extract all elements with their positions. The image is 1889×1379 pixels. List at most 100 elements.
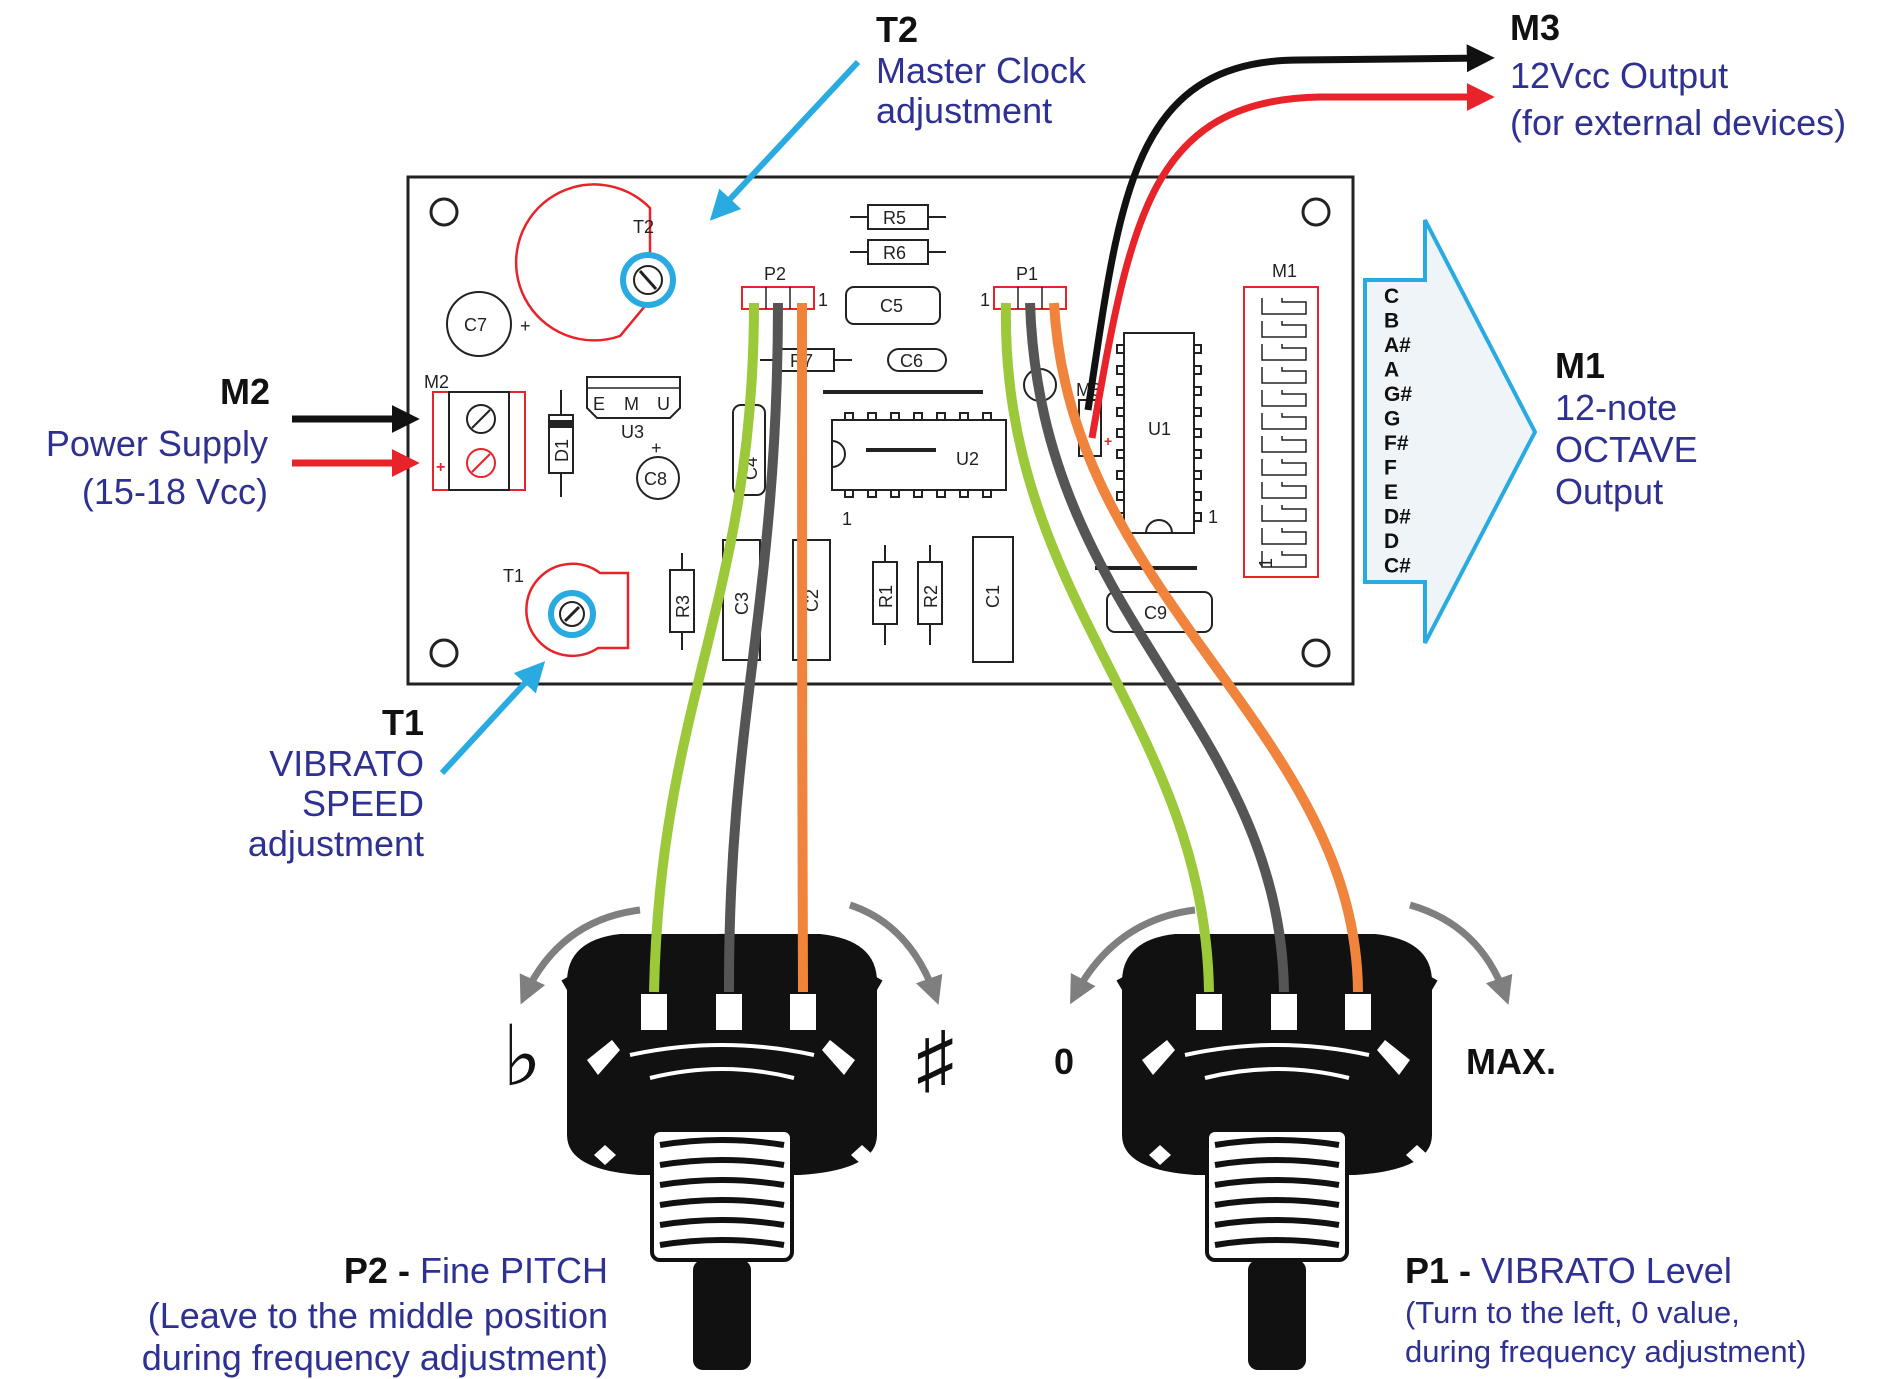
callout-t1: T1 VIBRATO SPEED adjustment (248, 702, 424, 864)
ic-pin (1116, 491, 1125, 501)
ic-pin (1193, 491, 1202, 501)
min-label: 0 (1054, 1041, 1074, 1082)
silk-c7-plus: + (520, 316, 531, 336)
m1-pin-slot (1261, 436, 1307, 453)
callout-t2: T2 Master Clock adjustment (876, 9, 1087, 131)
header-p1: P1 1 (980, 264, 1067, 310)
silk-c3: C3 (732, 592, 752, 615)
svg-text:P1 - VIBRATO Level: P1 - VIBRATO Level (1405, 1250, 1732, 1291)
wire-p1-gray (1025, 302, 1289, 993)
header-p2: P2 1 (741, 264, 828, 310)
sharp-symbol: ♯ (916, 1017, 954, 1102)
ic-u2: U2 1 (831, 412, 1007, 529)
m1-pin-slot (1261, 367, 1307, 384)
silk-u2: U2 (956, 449, 979, 469)
trimmer-t2: T2 (514, 183, 676, 342)
silk-c9: C9 (1144, 603, 1167, 623)
wire-p1-green (1000, 302, 1214, 993)
callout-p2-line2: during frequency adjustment) (142, 1337, 608, 1378)
note-label: C (1384, 285, 1399, 308)
silk-p2-pin1: 1 (818, 290, 828, 310)
ic-pin (1116, 470, 1125, 480)
u3-pin-u: U (657, 394, 670, 414)
callout-t1-line3: adjustment (248, 823, 424, 864)
ic-pin (982, 489, 992, 498)
ic-pin (936, 412, 946, 421)
callout-p2-line1: (Leave to the middle position (148, 1295, 608, 1336)
note-label: D (1384, 530, 1399, 553)
wire-p1-orange (1049, 302, 1363, 993)
silk-r6: R6 (883, 243, 906, 263)
silk-u1: U1 (1148, 419, 1171, 439)
callout-m3-line1: 12Vcc Output (1510, 55, 1728, 96)
note-label: F (1384, 457, 1397, 480)
m1-pin-slot (1261, 505, 1307, 522)
callout-m1-id: M1 (1555, 345, 1605, 386)
silk-m2: M2 (424, 372, 449, 392)
rotate-left-arrow-p2 (519, 906, 641, 1005)
resistor-r6: R6 (850, 239, 946, 265)
silk-r5: R5 (883, 208, 906, 228)
ic-pin (1116, 449, 1125, 459)
callout-t1-id: T1 (382, 702, 424, 743)
callout-m1: M1 12-note OCTAVE Output (1555, 345, 1698, 512)
callout-p2-id: P2 - (344, 1250, 410, 1291)
silk-m1-pin1: 1 (1256, 558, 1276, 568)
ic-u1: U1 1 (1116, 332, 1218, 534)
silk-c8: C8 (644, 469, 667, 489)
callout-m2-line1: Power Supply (46, 423, 268, 464)
connector-m1: M1 1 (1243, 261, 1319, 578)
silk-p1: P1 (1016, 264, 1038, 284)
resistor-r3: R3 (669, 553, 695, 650)
ic-pin (1116, 344, 1125, 354)
ic-pin (1193, 386, 1202, 396)
regulator-u3: E M U U3 (586, 376, 681, 442)
ic-pin (844, 412, 854, 421)
silk-m2-plus: + (436, 459, 445, 476)
ic-pin (959, 412, 969, 421)
capacitor-c5 (845, 286, 941, 325)
silk-c7: C7 (464, 315, 487, 335)
callout-p2-title: Fine PITCH (420, 1250, 608, 1291)
ic-pin (959, 489, 969, 498)
ic-pin (1193, 428, 1202, 438)
silk-u3: U3 (621, 422, 644, 442)
max-label: MAX. (1466, 1041, 1556, 1082)
note-label: G# (1384, 383, 1412, 406)
pointer-arrow-t2 (709, 59, 861, 221)
u3-pin-m: M (624, 394, 639, 414)
flat-symbol: ♭ (502, 1009, 542, 1103)
callout-p1-title: VIBRATO Level (1481, 1250, 1732, 1291)
silk-d1: D1 (552, 439, 572, 462)
callout-m1-line3: Output (1555, 471, 1663, 512)
m1-pin-slot (1261, 551, 1307, 568)
capacitor-c2 (792, 539, 831, 661)
silk-r2: R2 (921, 585, 941, 608)
callout-p1-id: P1 - (1405, 1250, 1471, 1291)
note-label: E (1384, 481, 1398, 504)
callout-m3-line2: (for external devices) (1510, 102, 1846, 143)
callout-t1-line2: SPEED (302, 783, 424, 824)
ic-pin (1193, 470, 1202, 480)
ic-pin (1116, 428, 1125, 438)
note-label: G (1384, 408, 1400, 431)
silk-r3: R3 (673, 595, 693, 618)
pointer-arrow-t1 (439, 661, 546, 776)
trimmer-t1: T1 (503, 562, 630, 658)
note-label: C# (1384, 555, 1411, 578)
callout-m3: M3 12Vcc Output (for external devices) (1510, 7, 1846, 143)
mounting-hole (1301, 638, 1331, 668)
m1-pin-slot (1261, 413, 1307, 430)
silk-u1-pin1: 1 (1208, 507, 1218, 527)
m1-pin-slot (1261, 459, 1307, 476)
capacitor-c8 (636, 456, 680, 500)
ic-pin (1193, 344, 1202, 354)
capacitor-c1 (972, 536, 1014, 663)
wire-m3-red (1088, 83, 1495, 439)
callout-t1-line1: VIBRATO (269, 743, 424, 784)
m1-pin-slot (1261, 298, 1307, 315)
m1-pin-slot (1261, 321, 1307, 338)
callout-t2-line1: Master Clock (876, 50, 1087, 91)
note-label: A (1384, 359, 1399, 382)
silk-p1-pin1: 1 (980, 290, 990, 310)
